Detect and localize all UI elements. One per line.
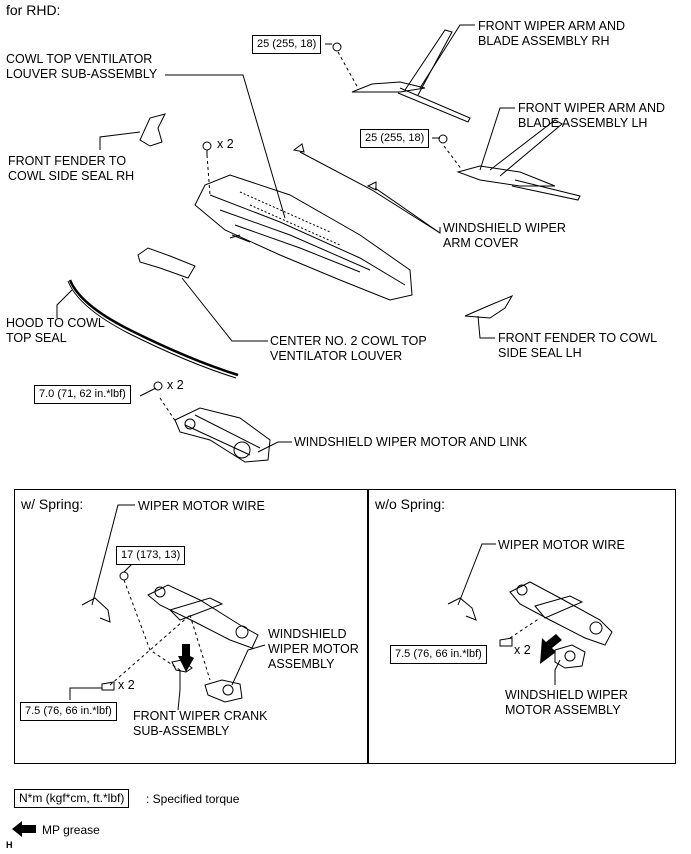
hood-seal-shape — [68, 279, 239, 377]
legend-torque-box: N*m (kgf*cm, ft.*lbf) — [14, 789, 130, 808]
cowl-top-louver-shape — [194, 174, 413, 301]
dash-spring-1 — [123, 579, 181, 671]
torque-spring-nut: 17 (173, 13) — [116, 546, 186, 565]
corner-mark: H — [6, 840, 13, 850]
grease-arrow-spring — [178, 644, 194, 672]
fender-seal-rh-shape — [139, 113, 166, 147]
dash-motor-link — [159, 397, 177, 423]
leader-hood-seal — [56, 289, 73, 318]
leader-spring-bolt — [69, 687, 102, 700]
leader-arm-lh — [479, 107, 515, 171]
leader-motor-link — [257, 441, 292, 453]
torque-arm-lh: 25 (255, 18) — [360, 129, 430, 148]
wiper-arm-rh-shape — [332, 29, 471, 123]
spring-bolt-shape — [101, 681, 115, 691]
arm-cover-2-shape — [366, 181, 377, 191]
leader-arm-cover-2 — [374, 187, 441, 234]
leader-arm-cover — [299, 151, 441, 234]
leader-fender-lh — [477, 315, 495, 339]
panel-nospring-title: w/o Spring: — [375, 496, 446, 512]
torque-motor-link: 7.0 (71, 62 in.*lbf) — [34, 385, 131, 404]
torque-arm-rh: 25 (255, 18) — [252, 35, 322, 54]
leader-fender-rh — [99, 131, 141, 150]
dash-spring-3 — [189, 614, 211, 681]
qty-motor-link: x 2 — [167, 378, 184, 392]
leader-torque-motor — [139, 387, 157, 397]
grease-arrow-legend — [12, 821, 36, 837]
torque-spring-bolt: 7.5 (76, 66 in.*lbf) — [20, 702, 117, 721]
leader-nospring-wire — [457, 543, 496, 606]
label-fender-lh: FRONT FENDER TO COWL SIDE SEAL LH — [498, 331, 658, 360]
label-nospring-motor-assembly: WINDSHIELD WIPER MOTOR ASSEMBLY — [505, 688, 628, 717]
label-nospring-motor-wire: WIPER MOTOR WIRE — [498, 538, 625, 552]
cowl-clip-shape — [202, 141, 212, 156]
wiper-arm-lh-shape — [438, 119, 581, 201]
label-center-louver: CENTER NO. 2 COWL TOP VENTILATOR LOUVER — [270, 334, 427, 363]
label-arm-rh: FRONT WIPER ARM AND BLADE ASSEMBLY RH — [478, 19, 626, 48]
label-hood-seal: HOOD TO COWL TOP SEAL — [6, 316, 105, 345]
label-arm-lh: FRONT WIPER ARM AND BLADE ASSEMBLY LH — [518, 101, 666, 130]
nospring-wire-shape — [447, 597, 477, 621]
spring-motor-shape — [204, 679, 243, 703]
dash-arm-lh — [443, 145, 463, 171]
panel-with-spring — [14, 489, 369, 764]
label-arm-cover: WINDSHIELD WIPER ARM COVER — [443, 221, 566, 250]
dash-cowl-clip — [206, 154, 211, 196]
center-louver-shape — [137, 247, 196, 279]
label-motor-link: WINDSHIELD WIPER MOTOR AND LINK — [294, 435, 528, 449]
leader-spring-wire — [91, 504, 135, 606]
leader-arm-rh — [419, 24, 475, 89]
legend-torque-desc: : Specified torque — [146, 792, 240, 806]
panel-without-spring — [367, 489, 676, 764]
header-title: for RHD: — [6, 2, 61, 18]
arm-cover-1-shape — [292, 143, 305, 153]
qty-spring-bolt: x 2 — [118, 678, 135, 692]
torque-nospring-bolt: 7.5 (76, 66 in.*lbf) — [390, 645, 487, 664]
spring-wire-shape — [81, 597, 111, 623]
qty-cowl-clip: x 2 — [217, 137, 234, 151]
motor-link-shape — [153, 381, 271, 463]
leader-center-louver — [181, 277, 268, 342]
label-spring-motor-assembly: WINDSHIELD WIPER MOTOR ASSEMBLY — [268, 627, 359, 671]
legend-grease-desc: MP grease — [42, 823, 100, 837]
spring-link-shape — [147, 584, 259, 649]
nospring-link-shape — [509, 581, 613, 646]
leader-spring-crank — [177, 670, 181, 711]
nospring-bolt-shape — [499, 637, 513, 647]
label-spring-motor-wire: WIPER MOTOR WIRE — [138, 499, 265, 513]
leader-nospring-motor — [554, 659, 561, 685]
panel-spring-title: w/ Spring: — [21, 496, 84, 512]
qty-nospring-bolt: x 2 — [514, 643, 531, 657]
leader-cowl-top — [165, 74, 286, 219]
fender-seal-lh-shape — [464, 294, 514, 319]
dash-nospring — [509, 617, 541, 639]
nospring-motor-shape — [554, 644, 586, 669]
spring-nut-shape — [119, 571, 129, 581]
label-spring-crank: FRONT WIPER CRANK SUB-ASSEMBLY — [133, 709, 268, 738]
label-fender-rh: FRONT FENDER TO COWL SIDE SEAL RH — [8, 154, 135, 183]
label-cowl-top: COWL TOP VENTILATOR LOUVER SUB-ASSEMBLY — [6, 52, 158, 81]
grease-arrow-nospring — [540, 634, 562, 664]
leader-spring-motor — [231, 644, 266, 686]
dash-arm-rh — [337, 51, 359, 89]
